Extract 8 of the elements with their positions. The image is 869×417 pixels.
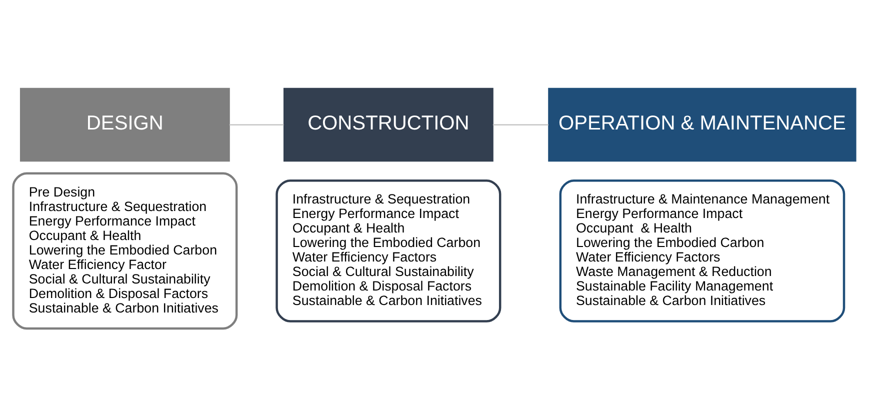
connector: [229, 124, 284, 126]
node-box: DESIGN: [20, 88, 230, 162]
node-box: CONSTRUCTION: [283, 88, 494, 162]
node-box: Infrastructure & Maintenance Management Energy Performance Impact Occupant & Health Lowering the Embodied Carbon Water Efficiency Factors Waste Management & Reduction Sustainable Facility Management Sustainable & Carbon Initiatives: [559, 179, 846, 322]
connector: [492, 124, 549, 126]
node-box: Pre Design Infrastructure & Sequestration Energy Performance Impact Occupant & Health Lowering the Embodied Carbon Water Efficiency Factor Social & Cultural Sustainability Demolition & Disposal Factors Sustainable & Carbon Initiatives: [12, 172, 238, 330]
node-box: Infrastructure & Sequestration Energy Performance Impact Occupant & Health Lowering the Embodied Carbon Water Efficiency Factors Social & Cultural Sustainability Demolition & Disposal Factors Sustainable & Carbon Initiatives: [276, 179, 502, 322]
node-box: OPERATION & MAINTENANCE: [548, 88, 856, 162]
